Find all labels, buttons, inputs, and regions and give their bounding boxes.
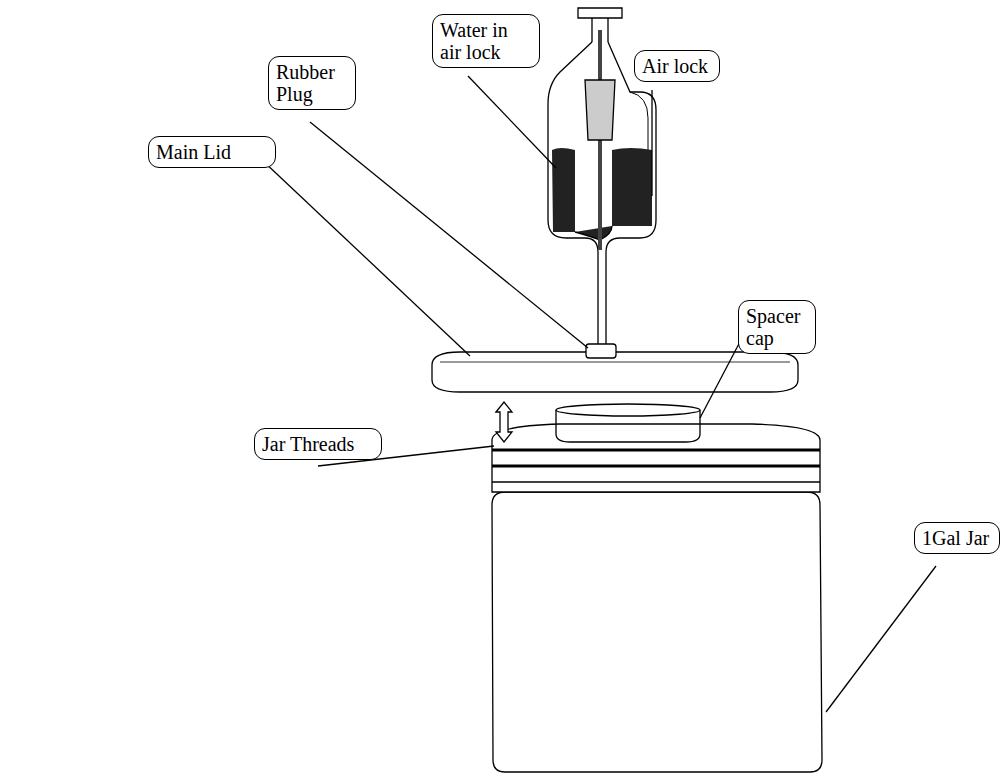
jar-body: [492, 492, 822, 772]
spacer-cap-top: [556, 404, 700, 416]
leader-line: [826, 566, 936, 712]
callout-box: Air lock: [634, 50, 720, 82]
lid-edge: [440, 362, 790, 363]
rubber-plug: [586, 344, 616, 358]
callout-label: 1Gal Jar: [922, 527, 992, 549]
callout-label: Main Lid: [156, 141, 268, 163]
double-arrow: [496, 402, 512, 442]
callout-box: Main Lid: [148, 136, 276, 168]
callout-box: Jar Threads: [254, 428, 382, 460]
callout-box: Spacer cap: [738, 300, 816, 354]
airlock-stem: [598, 300, 606, 344]
callout-box: Rubber Plug: [268, 56, 356, 110]
callout-label: Water in air lock: [440, 19, 532, 63]
leader-line: [700, 338, 742, 418]
leader-line: [651, 90, 652, 196]
airlock-cap: [578, 8, 622, 18]
thread-band: [492, 465, 820, 468]
callout-label: Spacer cap: [746, 305, 808, 349]
callout-label: Jar Threads: [262, 433, 374, 455]
airlock-water: [575, 226, 612, 240]
spacer-cap: [556, 410, 700, 442]
thread-band: [492, 481, 820, 483]
leader-line: [468, 76, 556, 168]
callout-label: Air lock: [642, 55, 712, 77]
leader-line: [262, 160, 470, 356]
callout-box: 1Gal Jar: [914, 522, 1000, 554]
callout-label: Rubber Plug: [276, 61, 348, 105]
jar-threads: [492, 424, 820, 492]
leader-line: [310, 122, 588, 348]
callout-box: Water in air lock: [432, 14, 540, 68]
airlock-float: [585, 80, 615, 140]
thread-band: [492, 449, 820, 452]
